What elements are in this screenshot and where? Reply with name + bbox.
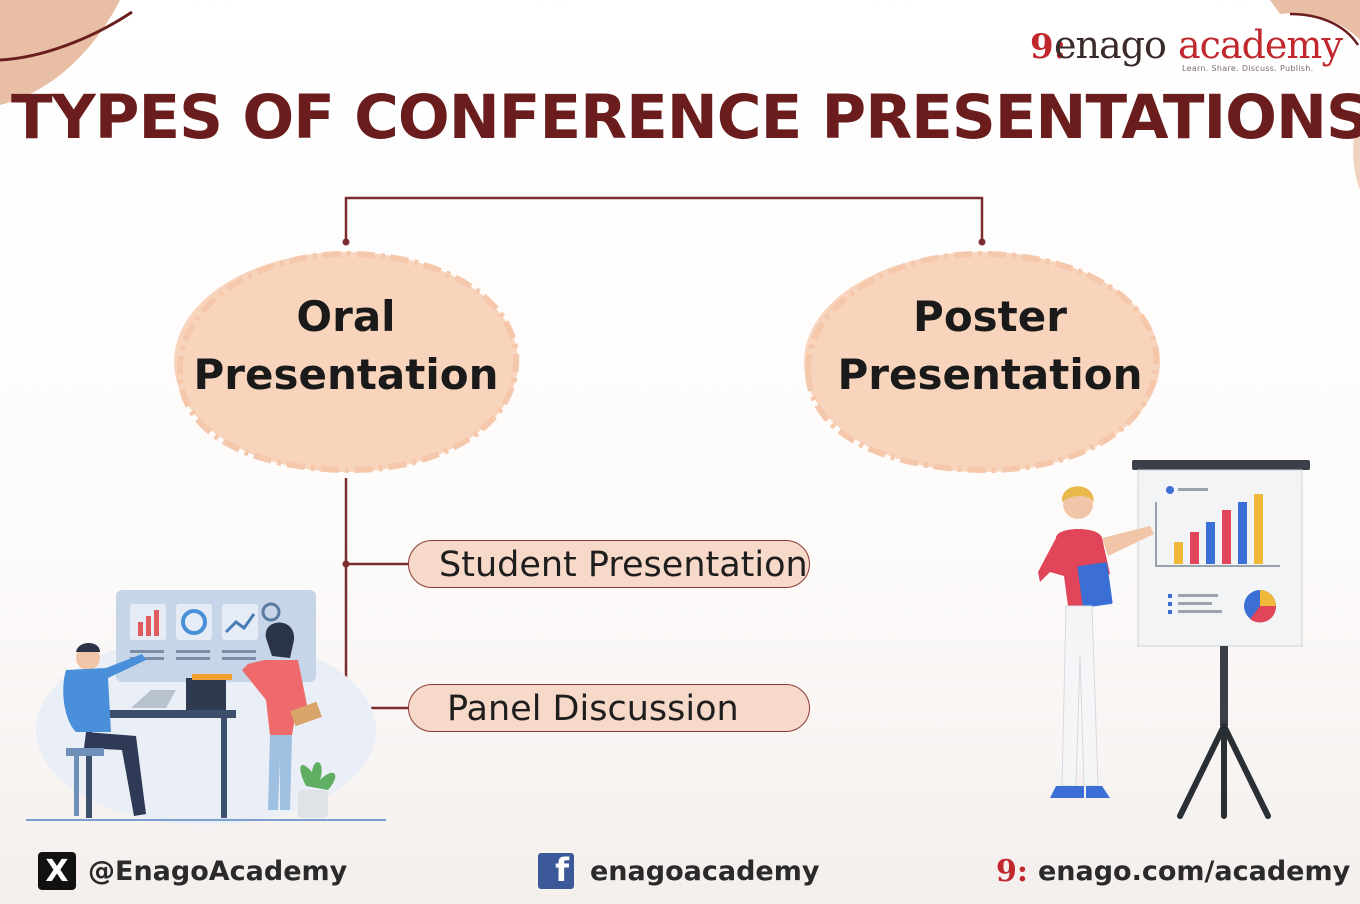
poster-presentation-blob [804,250,1160,474]
poster-presenter-illustration [1038,460,1310,819]
footer-twitter[interactable]: X @EnagoAcademy [38,848,347,894]
facebook-logo-icon: f [538,853,574,889]
corner-decoration-left [0,0,133,105]
logo-tagline: Learn. Share. Discuss. Publish. [1182,64,1314,73]
website-url: enago.com/academy [1037,855,1351,887]
top-bracket [344,196,984,242]
poster-presentation-label: Poster Presentation [837,292,1143,399]
enago-mark-icon: 9: [996,853,1028,889]
page-title: TYPES OF CONFERENCE PRESENTATIONS [11,82,1360,153]
student-presentation-pill: Student Presentation [408,540,810,588]
logo-brand: enago [1054,23,1167,67]
footer-website[interactable]: 9: enago.com/academy [996,848,1350,894]
logo-product: academy [1178,23,1343,67]
enago-academy-logo: 9: enago academy Learn. Share. Discuss. … [1030,23,1343,76]
x-logo-icon: X [38,852,76,890]
footer-facebook[interactable]: f enagoacademy [538,848,819,894]
corner-decoration-right [1270,0,1360,190]
panel-discussion-pill: Panel Discussion [408,684,810,732]
facebook-handle: enagoacademy [590,855,820,887]
oral-team-illustration [26,590,386,825]
oral-presentation-blob [174,250,520,474]
twitter-handle: @EnagoAcademy [88,855,348,887]
enago-mark-icon: 9: [1030,27,1067,67]
oral-presentation-label: Oral Presentation [193,292,499,399]
